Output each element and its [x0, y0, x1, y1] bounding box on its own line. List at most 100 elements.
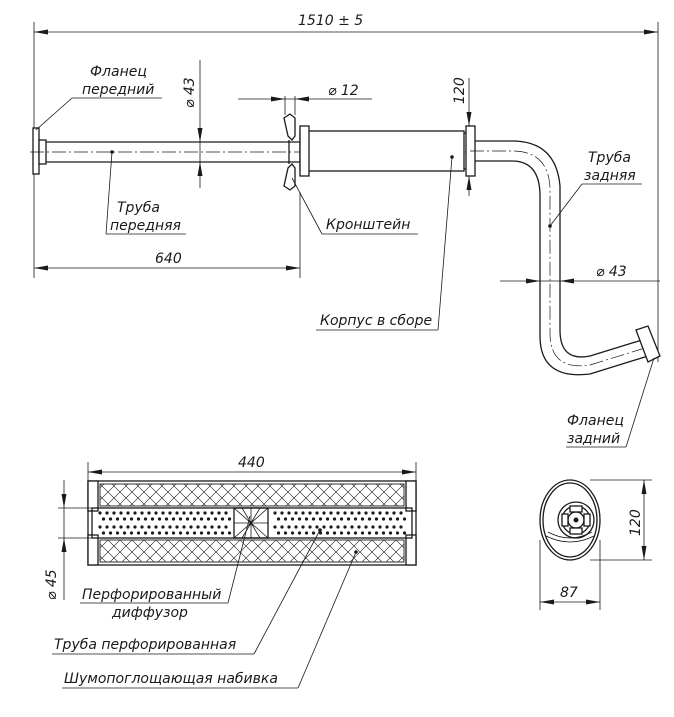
perforation-hole: [108, 531, 113, 535]
perforation-hole: [294, 511, 298, 515]
perforation-hole: [388, 517, 393, 521]
perforation-hole: [395, 531, 400, 535]
end-view-width-dimension: 87: [539, 540, 601, 610]
perforation-hole: [115, 517, 120, 521]
perforation-hole: [161, 511, 165, 515]
rear-flange-label-1: Фланец: [567, 413, 624, 429]
perforation-hole: [108, 517, 113, 521]
body-assembly-callout: Корпус в сборе: [316, 155, 454, 331]
section-length-dimension: 440: [87, 455, 417, 482]
bracket-label: Кронштейн: [326, 217, 410, 233]
perforation-hole: [357, 525, 361, 529]
body-assembly-label: Корпус в сборе: [320, 313, 432, 329]
perforation-hole: [192, 517, 197, 521]
section-diameter-dimension: ⌀ 45: [44, 480, 92, 600]
perforated-pipe-label: Труба перфорированная: [54, 637, 236, 653]
perforation-hole: [392, 525, 396, 529]
section-callouts: Перфорированный диффузор Труба перфориро…: [52, 515, 358, 689]
perforation-hole: [360, 517, 365, 521]
perforation-hole: [346, 517, 351, 521]
perforation-hole: [374, 531, 379, 535]
perforation-hole: [147, 525, 151, 529]
perforation-hole: [353, 531, 358, 535]
body-height-dimension: 120: [452, 77, 472, 196]
perforation-hole: [115, 531, 120, 535]
perforation-hole: [206, 517, 211, 521]
perforation-hole: [122, 517, 127, 521]
end-view-width-text: 87: [560, 585, 578, 601]
perforation-hole: [332, 517, 337, 521]
perforation-hole: [283, 531, 288, 535]
perforation-hole: [343, 525, 347, 529]
perforation-hole: [210, 525, 214, 529]
front-pipe-diameter-dimension: ⌀ 43: [182, 60, 203, 188]
perforation-hole: [311, 517, 316, 521]
perforation-hole: [322, 525, 326, 529]
perforation-hole: [395, 517, 400, 521]
perforation-hole: [336, 525, 340, 529]
perforation-hole: [105, 525, 109, 529]
front-pipe: [30, 141, 470, 163]
perforation-hole: [105, 511, 109, 515]
perforation-holes: [98, 511, 407, 535]
perforation-hole: [154, 525, 158, 529]
perforation-hole: [315, 525, 319, 529]
perforation-hole: [196, 525, 200, 529]
perforation-hole: [304, 531, 309, 535]
perforation-hole: [287, 511, 291, 515]
perforation-hole: [353, 517, 358, 521]
perforation-hole: [381, 517, 386, 521]
perforation-hole: [350, 511, 354, 515]
perforation-hole: [178, 517, 183, 521]
perforation-hole: [290, 517, 295, 521]
perforation-hole: [168, 511, 172, 515]
end-view: [539, 479, 601, 561]
perforation-hole: [276, 531, 281, 535]
rear-flange-label-2: задний: [567, 431, 620, 447]
perforation-hole: [171, 531, 176, 535]
perforation-hole: [364, 525, 368, 529]
perforation-hole: [280, 511, 284, 515]
perforation-hole: [297, 531, 302, 535]
perforation-hole: [189, 511, 193, 515]
perforation-hole: [332, 531, 337, 535]
perforation-hole: [122, 531, 127, 535]
bracket: [283, 113, 296, 191]
perforation-hole: [154, 511, 158, 515]
rear-pipe-diameter-text: ⌀ 43: [596, 264, 627, 280]
perforation-hole: [399, 525, 403, 529]
rear-pipe: [470, 140, 649, 376]
perforation-hole: [150, 531, 155, 535]
perforation-hole: [147, 511, 151, 515]
perforation-hole: [175, 525, 179, 529]
perforation-hole: [318, 517, 323, 521]
perforation-hole: [196, 511, 200, 515]
perforation-hole: [329, 525, 333, 529]
perforation-hole: [360, 531, 365, 535]
front-flange: [32, 127, 47, 175]
perforation-hole: [210, 511, 214, 515]
perforation-hole: [371, 511, 375, 515]
perforation-hole: [308, 511, 312, 515]
perforation-hole: [220, 517, 225, 521]
perforation-hole: [203, 525, 207, 529]
perforation-hole: [276, 517, 281, 521]
bracket-callout: Кронштейн: [291, 177, 418, 235]
rear-pipe-callout: Труба задняя: [548, 150, 642, 228]
perforation-hole: [371, 525, 375, 529]
perforation-hole: [143, 531, 148, 535]
end-view-height-dimension: 120: [590, 479, 652, 561]
bracket-diameter-dimension: ⌀ 12: [238, 83, 372, 115]
perforation-hole: [385, 525, 389, 529]
perforation-hole: [217, 525, 221, 529]
perforation-hole: [294, 525, 298, 529]
perforation-hole: [175, 511, 179, 515]
rear-pipe-diameter-dimension: ⌀ 43: [500, 264, 660, 284]
perforation-hole: [374, 517, 379, 521]
perforation-hole: [388, 531, 393, 535]
section-diameter-text: ⌀ 45: [44, 569, 60, 600]
perforated-diffuser: [233, 507, 269, 539]
front-pipe-label-2: передняя: [110, 218, 181, 234]
perforation-hole: [203, 511, 207, 515]
perforation-hole: [273, 511, 277, 515]
